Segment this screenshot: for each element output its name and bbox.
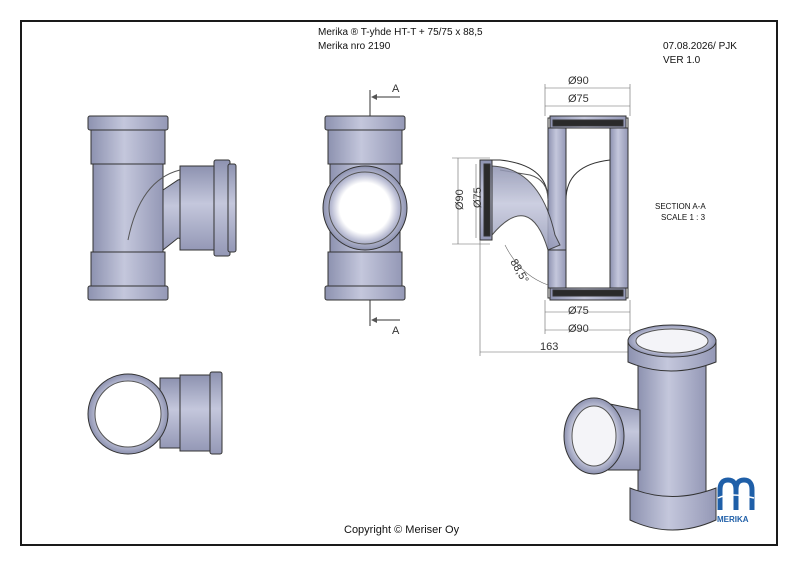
section-marker-top: A: [392, 83, 400, 95]
copyright: Copyright © Meriser Oy: [344, 524, 460, 536]
dimension-lines: [452, 84, 631, 356]
dim-length: 163: [540, 341, 558, 353]
side-view: [322, 90, 408, 326]
drawing-title: Merika ® T-yhde HT-T + 75/75 x 88,5: [318, 27, 483, 38]
dim-angle: 88,5°: [507, 257, 530, 285]
drawing-frame: [20, 20, 778, 546]
dim-top-inner: Ø75: [568, 93, 589, 105]
dim-side-outer: Ø90: [454, 189, 466, 210]
bottom-view: [87, 371, 223, 455]
section-marker-bottom: A: [392, 325, 400, 337]
section-view: [479, 115, 629, 301]
logo-text: MERIKA: [717, 515, 749, 524]
dim-bottom-inner: Ø75: [568, 305, 589, 317]
section-title: SECTION A-A: [655, 202, 706, 211]
dim-top-outer: Ø90: [568, 75, 589, 87]
version: VER 1.0: [663, 55, 701, 66]
section-scale: SCALE 1 : 3: [661, 213, 706, 222]
dim-bottom-outer: Ø90: [568, 323, 589, 335]
date-author: 07.08.2026/ PJK: [663, 41, 737, 52]
part-number: Merika nro 2190: [318, 41, 391, 52]
isometric-view: [563, 324, 717, 531]
dim-side-inner: Ø75: [472, 187, 484, 208]
merika-logo: MERIKA: [717, 477, 755, 524]
front-view: [87, 115, 237, 301]
